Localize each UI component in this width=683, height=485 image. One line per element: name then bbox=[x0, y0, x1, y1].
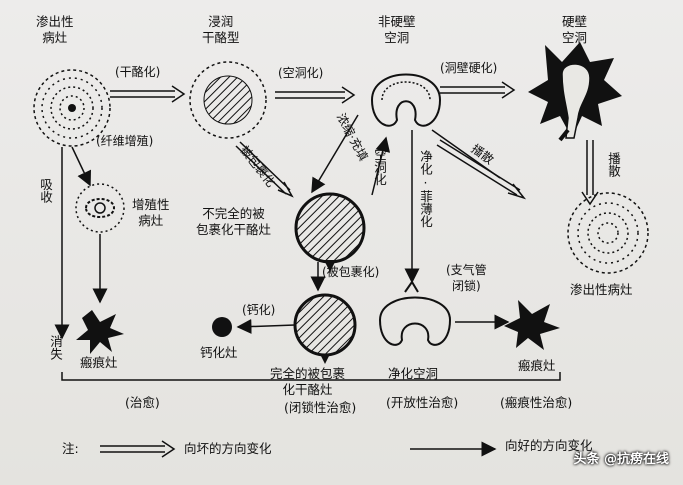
label-calcified: 钙化灶 bbox=[200, 345, 238, 360]
label-infiltrative-caseous: 浸润 干酪型 bbox=[202, 14, 240, 45]
scar-lesion-right bbox=[504, 300, 560, 350]
better-arrows bbox=[54, 114, 561, 381]
edge-fibrosis: (纤维增殖) bbox=[96, 134, 154, 148]
incomplete-encapsulated-caseous bbox=[294, 192, 366, 272]
label-non-sclerotic-cavity: 非硬壁 空洞 bbox=[378, 14, 416, 45]
legend-better: 向好的方向变化 bbox=[505, 438, 593, 453]
label-complete-encapsulated: 完全的被包裹 化干酪灶 bbox=[270, 366, 346, 397]
non-sclerotic-cavity-lesion bbox=[370, 73, 442, 127]
label-incomplete-encapsulated: 不完全的被 包裹化干酪灶 bbox=[196, 206, 272, 237]
infiltrative-caseous-lesion bbox=[189, 61, 267, 139]
label-exudative-top: 渗出性 病灶 bbox=[36, 14, 74, 45]
outcome-open-cure: (开放性治愈) bbox=[386, 395, 459, 410]
scar-lesion-left bbox=[76, 310, 124, 354]
outcome-closed-cure: (闭锁性治愈) bbox=[284, 400, 357, 415]
label-scar-left: 瘢痕灶 bbox=[80, 355, 118, 370]
outcome-scar-cure: (瘢痕性治愈) bbox=[500, 395, 573, 410]
edge-cavitation: (空洞化) bbox=[278, 66, 324, 80]
edge-caseation: (干酪化) bbox=[115, 65, 161, 79]
legend-arrows bbox=[100, 440, 497, 458]
label-purified-cavity: 净化空洞 bbox=[388, 366, 439, 381]
legend-note: 注: bbox=[62, 441, 79, 456]
purified-cavity-lesion bbox=[378, 280, 452, 346]
edge-purify-thin: 净化·菲薄化 bbox=[418, 150, 433, 228]
worse-arrows bbox=[110, 81, 599, 206]
watermark: 头条 @抗痨在线 bbox=[573, 452, 669, 467]
complete-encapsulated-caseous bbox=[293, 293, 357, 364]
sclerotic-cavity-lesion bbox=[528, 42, 622, 142]
label-sclerotic-cavity: 硬壁 空洞 bbox=[562, 14, 588, 45]
label-scar-right: 瘢痕灶 bbox=[518, 358, 556, 373]
edge-calcification: (钙化) bbox=[242, 303, 276, 317]
edge-encapsulation-2: (被包裹化) bbox=[322, 265, 380, 279]
legend-worse: 向坏的方向变化 bbox=[184, 441, 272, 456]
edge-cavitation-v: 空洞化 bbox=[372, 148, 387, 186]
edge-wall-hardening: (洞壁硬化) bbox=[440, 61, 498, 75]
exudative-lesion-top bbox=[33, 69, 111, 147]
exudative-lesion-right bbox=[567, 192, 649, 274]
edge-spread-2: 播散 bbox=[606, 152, 621, 177]
outcome-cure: (治愈) bbox=[125, 395, 160, 410]
proliferative-lesion bbox=[75, 183, 125, 233]
edge-bronchus-closure: (支气管 闭锁) bbox=[446, 263, 487, 293]
calcified-lesion bbox=[212, 317, 232, 337]
edge-disappear: 消失 bbox=[48, 335, 63, 360]
edge-absorption: 吸收 bbox=[38, 178, 53, 203]
label-proliferative: 增殖性 病灶 bbox=[132, 197, 170, 228]
label-exudative-right: 渗出性病灶 bbox=[570, 282, 633, 297]
